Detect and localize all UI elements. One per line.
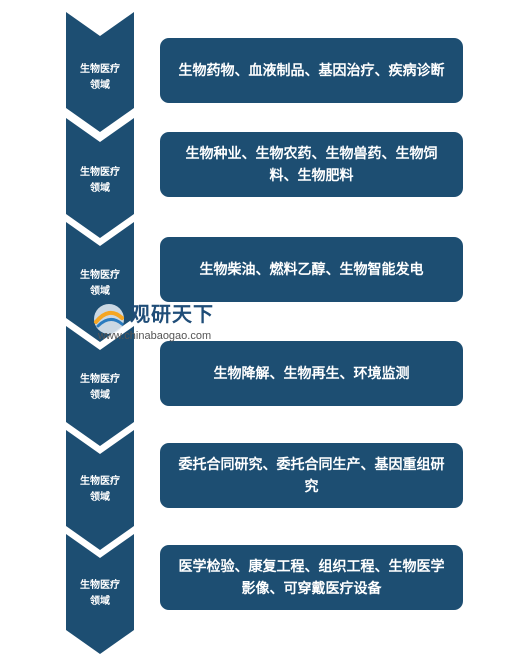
watermark-title: 观研天下 [130,302,214,326]
arrow-label-3: 生物医疗领域 [80,270,120,297]
arrow-label-4: 生物医疗领域 [80,374,120,401]
content-text-3: 生物柴油、燃料乙醇、生物智能发电 [199,261,424,278]
watermark-url: www.chinabaogao.com [98,330,212,342]
content-box-2: 生物种业、生物农药、生物兽药、生物饲料、生物肥料 [160,132,463,197]
content-text-4: 生物降解、生物再生、环境监测 [213,365,410,382]
arrow-label-1: 生物医疗领域 [80,64,120,91]
content-box-3: 生物柴油、燃料乙醇、生物智能发电 [160,237,463,302]
arrow-label-2: 生物医疗领域 [80,167,120,194]
watermark: 观研天下 www.chinabaogao.com [92,298,252,346]
content-box-1: 生物药物、血液制品、基因治疗、疾病诊断 [160,38,463,103]
logo-icon [94,304,124,334]
content-text-6: 医学检验、康复工程、组织工程、生物医学影像、可穿戴医疗设备 [178,558,445,597]
arrow-label-6: 生物医疗领域 [80,580,120,607]
content-box-6: 医学检验、康复工程、组织工程、生物医学影像、可穿戴医疗设备 [160,545,463,610]
content-text-2: 生物种业、生物农药、生物兽药、生物饲料、生物肥料 [185,145,438,184]
content-box-5: 委托合同研究、委托合同生产、基因重组研究 [160,443,463,508]
content-box-4: 生物降解、生物再生、环境监测 [160,341,463,406]
content-text-1: 生物药物、血液制品、基因治疗、疾病诊断 [178,62,445,79]
content-text-5: 委托合同研究、委托合同生产、基因重组研究 [178,456,445,495]
arrow-label-5: 生物医疗领域 [80,476,120,503]
